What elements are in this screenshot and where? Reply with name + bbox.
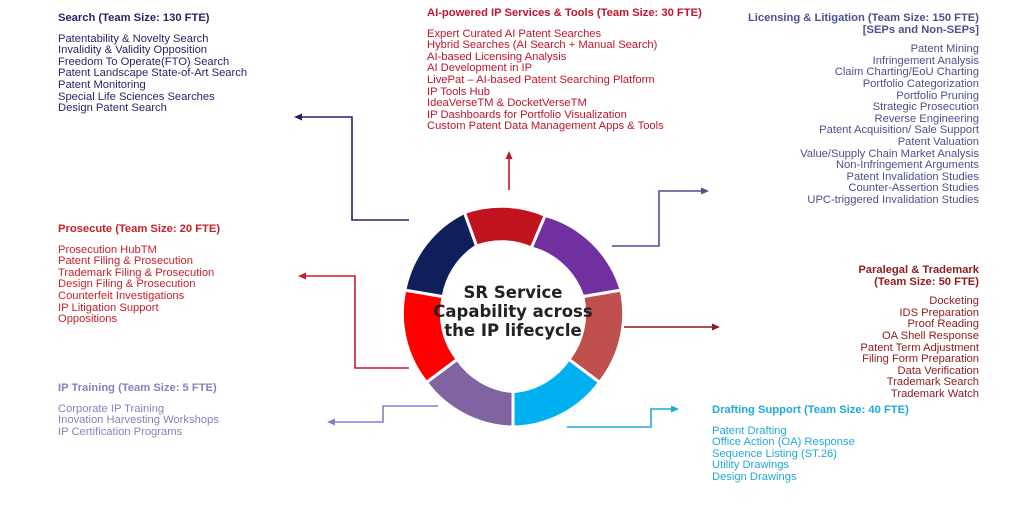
search-item: Design Patent Search	[58, 102, 167, 115]
licensing-title-sub: [SEPs and Non-SEPs]	[862, 23, 979, 36]
prosecute-item: Patent Filing & Prosecution	[58, 255, 193, 268]
search-list: Patentability & Novelty Search Invalidit…	[58, 32, 248, 115]
licensing-item: Portfolio Categorization	[862, 77, 979, 90]
training-item: Inovation Harvesting Workshops	[58, 414, 219, 427]
search-item: Special Life Sciences Searches	[58, 90, 215, 103]
ai-item: AI-based Licensing Analysis	[427, 50, 567, 63]
ai-block: AI-powered IP Services & Tools (Team Siz…	[427, 7, 702, 133]
center-label: SR Service Capability across the IP life…	[433, 283, 593, 340]
paralegal-item: Proof Reading	[907, 318, 979, 331]
center-line-2: Capability across	[433, 302, 593, 321]
arrow-search-head	[294, 113, 302, 121]
search-item: Invalidity & Validity Opposition	[58, 44, 208, 57]
paralegal-item: Filing Form Preparation	[862, 353, 979, 366]
licensing-item: Patent Invalidation Studies	[846, 170, 979, 183]
service-ring	[400, 204, 626, 429]
prosecute-item: Prosecution HubTM	[58, 243, 157, 256]
drafting-block: Drafting Support (Team Size: 40 FTE) Pat…	[712, 404, 909, 484]
training-list: Corporate IP Training Inovation Harvesti…	[58, 402, 219, 439]
arrow-licensing	[612, 190, 702, 247]
arrow-prosecute	[304, 275, 409, 369]
arrow-licensing-head	[701, 187, 709, 195]
training-title: IP Training (Team Size: 5 FTE)	[58, 382, 217, 394]
licensing-item: Claim Charting/EoU Charting	[834, 66, 979, 79]
licensing-item: Non-Infringement Arguments	[835, 159, 979, 172]
licensing-title: Licensing & Litigation (Team Size: 150 F…	[747, 12, 979, 36]
center-line-1: SR Service	[463, 283, 563, 302]
center-line-3: the IP lifecycle	[444, 321, 582, 340]
licensing-item: Reverse Engineering	[874, 112, 979, 125]
ai-title: AI-powered IP Services & Tools (Team Siz…	[427, 7, 702, 19]
paralegal-title: Paralegal & Trademark (Team Size: 50 FTE…	[858, 264, 979, 288]
drafting-item: Patent Drafting	[712, 424, 787, 437]
search-item: Patent Landscape State-of-Art Search	[58, 67, 248, 80]
drafting-list: Patent Drafting Office Action (OA) Respo…	[712, 424, 909, 484]
paralegal-list: Docketing IDS Preparation Proof Reading …	[858, 296, 979, 400]
arrow-prosecute-head	[298, 272, 306, 280]
paralegal-item: Docketing	[929, 295, 979, 308]
licensing-block: Licensing & Litigation (Team Size: 150 F…	[747, 12, 979, 207]
licensing-item: UPC-triggered Invalidation Studies	[807, 193, 979, 206]
ai-list: Expert Curated AI Patent Searches Hybrid…	[427, 27, 702, 133]
ai-item: Hybrid Searches (AI Search + Manual Sear…	[427, 39, 658, 52]
licensing-item: Counter-Assertion Studies	[848, 182, 979, 195]
paralegal-item: Patent Term Adjustment	[860, 341, 979, 354]
paralegal-title-sub: (Team Size: 50 FTE)	[874, 275, 979, 288]
search-item: Freedom To Operate(FTO) Search	[58, 55, 230, 68]
arrow-training-head	[327, 418, 335, 426]
paralegal-item: Data Verification	[897, 364, 979, 377]
drafting-title: Drafting Support (Team Size: 40 FTE)	[712, 404, 909, 416]
search-item: Patent Monitoring	[58, 78, 146, 91]
paralegal-item: Trademark Search	[886, 376, 979, 389]
search-block: Search (Team Size: 130 FTE) Patentabilit…	[58, 12, 248, 115]
prosecute-item: IP Litigation Support	[58, 301, 159, 314]
licensing-item: Infringement Analysis	[872, 54, 979, 67]
prosecute-item: Oppositions	[58, 313, 118, 326]
paralegal-title-main: Paralegal & Trademark	[858, 264, 979, 276]
ai-item: LivePat – AI-based Patent Searching Plat…	[427, 73, 655, 86]
search-item: Patentability & Novelty Search	[58, 32, 209, 45]
arrow-ai-head	[505, 151, 513, 159]
paralegal-item: OA Shell Response	[881, 329, 979, 342]
training-item: IP Certification Programs	[58, 425, 183, 438]
arrow-paralegal-head	[712, 323, 720, 331]
ai-item: Custom Patent Data Management Apps & Too…	[427, 120, 664, 133]
prosecute-item: Design Filing & Prosecution	[58, 278, 196, 291]
licensing-item: Value/Supply Chain Market Analysis	[800, 147, 979, 160]
licensing-item: Portfolio Pruning	[896, 89, 979, 102]
paralegal-block: Paralegal & Trademark (Team Size: 50 FTE…	[858, 264, 979, 401]
licensing-title-main: Licensing & Litigation (Team Size: 150 F…	[747, 12, 979, 24]
licensing-item: Patent Mining	[910, 43, 979, 56]
ai-item: AI Development in IP	[427, 62, 533, 75]
prosecute-item: Trademark Filing & Prosecution	[58, 266, 215, 279]
drafting-item: Design Drawings	[712, 470, 797, 483]
prosecute-list: Prosecution HubTM Patent Filing & Prosec…	[58, 243, 220, 326]
prosecute-item: Counterfeit Investigations	[58, 289, 185, 302]
ai-item: IP Tools Hub	[427, 85, 491, 98]
licensing-item: Patent Valuation	[897, 135, 979, 148]
prosecute-title: Prosecute (Team Size: 20 FTE)	[58, 223, 221, 235]
ai-item: IP Dashboards for Portfolio Visualizatio…	[427, 108, 627, 121]
licensing-item: Patent Acquisition/ Sale Support	[819, 124, 979, 137]
drafting-item: Office Action (OA) Response	[712, 436, 855, 449]
licensing-list: Patent Mining Infringement Analysis Clai…	[748, 44, 979, 206]
arrow-drafting-head	[671, 405, 679, 413]
training-item: Corporate IP Training	[58, 402, 165, 415]
segment-search	[403, 210, 479, 299]
paralegal-item: Trademark Watch	[890, 387, 979, 400]
paralegal-item: IDS Preparation	[899, 306, 979, 319]
ai-item: IdeaVerseTM & DocketVerseTM	[427, 97, 587, 110]
prosecute-block: Prosecute (Team Size: 20 FTE) Prosecutio…	[58, 223, 221, 326]
ai-item: Expert Curated AI Patent Searches	[427, 27, 602, 40]
licensing-item: Strategic Prosecution	[872, 101, 979, 114]
arrow-training	[333, 405, 438, 423]
arrow-drafting	[567, 408, 672, 428]
drafting-item: Sequence Listing (ST.26)	[712, 447, 838, 460]
training-block: IP Training (Team Size: 5 FTE) Corporate…	[58, 382, 219, 439]
drafting-item: Utility Drawings	[712, 459, 790, 472]
arrow-search	[300, 116, 409, 221]
search-title: Search (Team Size: 130 FTE)	[58, 12, 210, 24]
